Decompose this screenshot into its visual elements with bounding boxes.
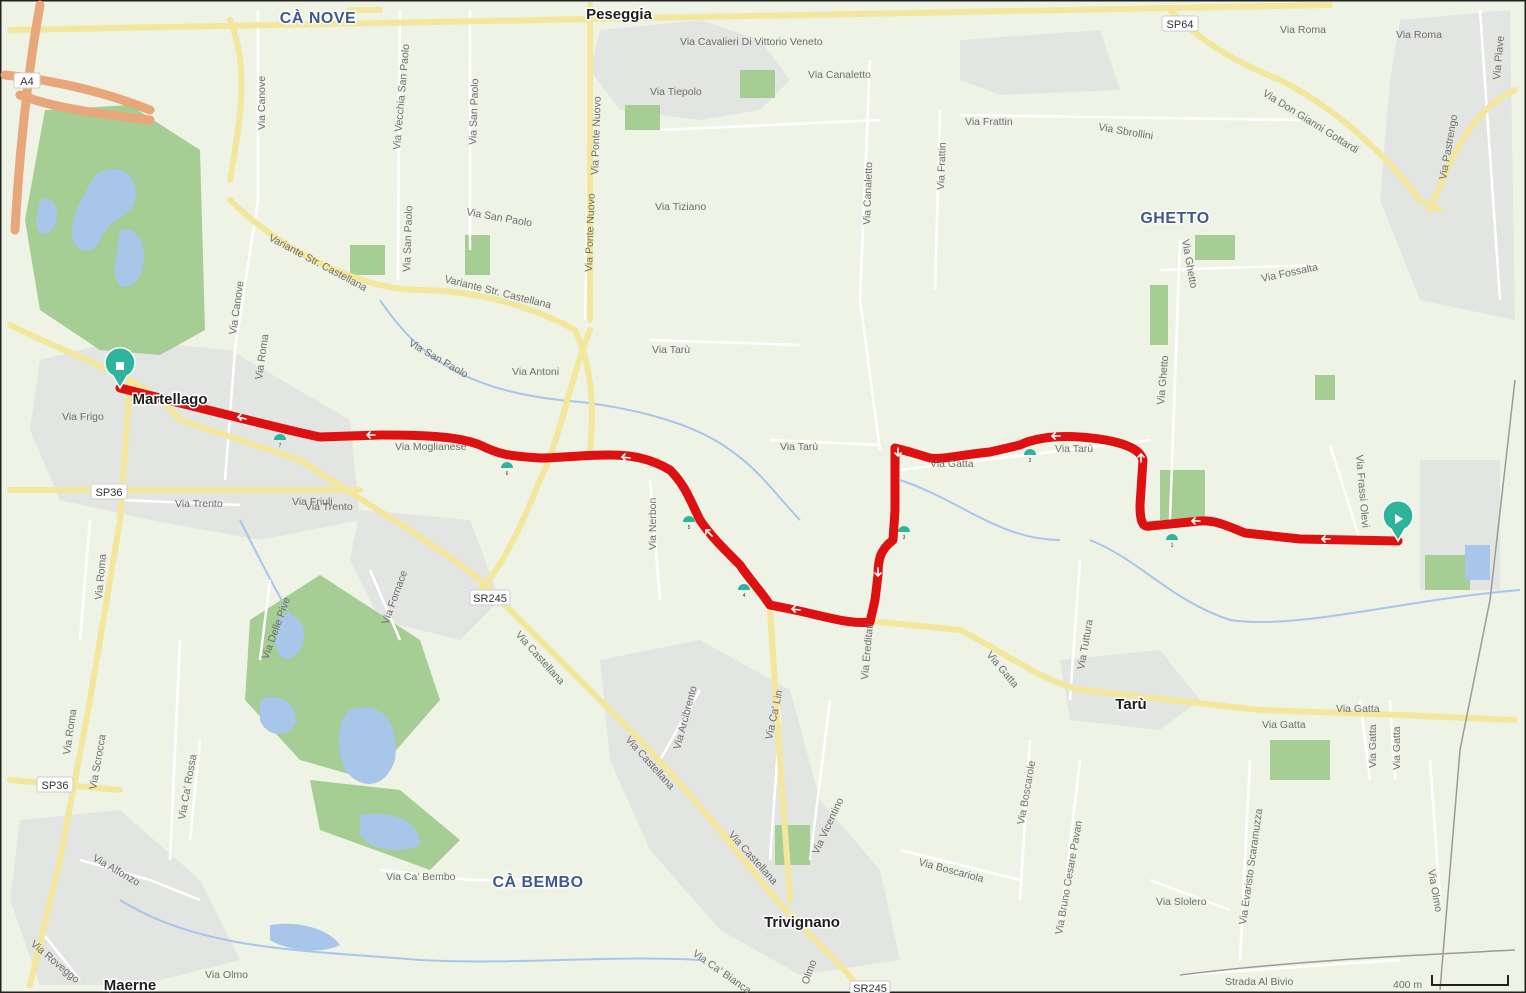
road-label-via-frattin-1: Via Frattin	[965, 116, 1013, 128]
road-label-via-ca-bembo: Via Ca' Bembo	[386, 871, 456, 883]
stop-icon	[116, 362, 124, 370]
km-marker-2-number: 2	[1029, 458, 1032, 464]
km-marker-1[interactable]: 1	[1166, 534, 1178, 549]
railway-line-south	[1179, 949, 1516, 976]
place-maerne: Maerne	[104, 977, 157, 993]
railway-line	[1439, 379, 1516, 991]
km-marker-7[interactable]: 7	[274, 434, 286, 449]
play-icon	[1395, 514, 1403, 524]
route-start-marker[interactable]	[1382, 500, 1414, 543]
road-label-via-olmo: Via Olmo	[205, 969, 248, 981]
place-labels: CÀ NOVE Peseggia GHETTO Martellago Tarù …	[102, 5, 1210, 993]
km-marker-7-number: 7	[279, 443, 282, 449]
road-label-via-taru-1: Via Tarù	[652, 344, 690, 356]
road-label-via-nerbon: Via Nerbon	[647, 497, 659, 550]
major-roads	[7, 2, 1518, 993]
water-bodies	[35, 169, 1490, 951]
road-label-via-roma-ne: Via Roma	[1280, 24, 1326, 36]
shield-sp36-south: SP36	[42, 780, 69, 792]
road-label-via-piave: Via Piave	[1491, 35, 1507, 80]
road-label-via-san-paolo-2: Via San Paolo	[401, 205, 415, 272]
km-marker-3[interactable]: 3	[898, 526, 910, 541]
road-label-via-canove: Via Canove	[256, 76, 268, 130]
route-end-marker[interactable]	[104, 347, 136, 390]
place-trivignano: Trivignano	[764, 914, 840, 931]
road-label-via-ponte-nuovo-1: Via Ponte Nuovo	[589, 96, 604, 175]
place-ca-bembo: CÀ BEMBO	[492, 872, 583, 891]
road-label-via-frattin-2: Via Frattin	[935, 142, 949, 190]
road-label-via-canaletto-2: Via Canaletto	[861, 162, 875, 225]
km-marker-2[interactable]: 2	[1024, 449, 1036, 464]
road-label-via-trento-2: Via Trento	[305, 501, 353, 513]
place-taru: Tarù	[1115, 696, 1146, 713]
road-label-via-canaletto: Via Canaletto	[808, 69, 871, 81]
road-shields: A4 SP64 SP36 SP36 SR245 SR245	[13, 15, 1199, 993]
route[interactable]: 1 2 3 4 5 6 7	[104, 347, 1414, 628]
route-direction-arrows	[236, 413, 1331, 613]
shield-a4: A4	[20, 76, 33, 88]
road-label-via-roma-ne2: Via Roma	[1396, 29, 1442, 41]
km-marker-5[interactable]: 5	[683, 516, 695, 531]
road-label-via-gatta-3: Via Gatta	[1262, 719, 1306, 731]
km-marker-3-number: 3	[903, 535, 906, 541]
road-label-via-slolero: Via Slolero	[1156, 896, 1207, 908]
km-marker-6[interactable]: 6	[501, 462, 513, 477]
route-line[interactable]	[115, 383, 1403, 628]
road-label-via-tiziano: Via Tiziano	[655, 201, 706, 213]
road-label-via-ponte-nuovo-2: Via Ponte Nuovo	[583, 193, 598, 272]
shield-sr245-south: SR245	[853, 983, 887, 993]
shield-sp64: SP64	[1167, 19, 1194, 31]
waterways	[119, 299, 1521, 963]
scale-bar: 400 m	[1393, 975, 1509, 991]
shield-sr245-north: SR245	[473, 593, 507, 605]
road-label-via-ereditati: Via Ereditati	[859, 623, 876, 680]
road-label-via-gatta-5: Via Gatta	[1367, 724, 1379, 768]
road-label-via-taru-3: Via Tarù	[1055, 443, 1093, 455]
place-peseggia: Peseggia	[586, 6, 653, 23]
km-marker-5-number: 5	[688, 525, 691, 531]
road-label-via-roma-sw: Via Roma	[93, 553, 109, 600]
place-martellago: Martellago	[132, 391, 207, 408]
road-label-via-moglianese: Via Moglianese	[395, 441, 467, 453]
km-marker-4[interactable]: 4	[738, 584, 750, 599]
shield-sp36-north: SP36	[96, 487, 123, 499]
scale-label: 400 m	[1393, 979, 1422, 991]
km-marker-1-number: 1	[1171, 543, 1174, 549]
road-label-via-frigo: Via Frigo	[62, 411, 104, 423]
road-label-via-friuli: Via Friuli	[292, 496, 333, 508]
place-ghetto: GHETTO	[1140, 210, 1209, 227]
km-marker-6-number: 6	[506, 471, 509, 477]
road-label-via-cavalieri: Via Cavalieri Di Vittorio Veneto	[680, 36, 823, 48]
place-ca-nove: CÀ NOVE	[280, 8, 356, 27]
road-label-via-gatta-6: Via Gatta	[1391, 726, 1403, 770]
road-label-via-taru-2: Via Tarù	[780, 441, 818, 453]
road-label-via-gatta-2: Via Gatta	[930, 458, 974, 470]
road-label-via-gatta-4: Via Gatta	[1336, 703, 1380, 715]
road-label-via-trento: Via Trento	[175, 498, 223, 510]
road-label-via-ghetto-2: Via Ghetto	[1155, 355, 1171, 405]
road-label-strada-al-bivio: Strada Al Bivio	[1225, 976, 1293, 988]
km-marker-4-number: 4	[743, 593, 746, 599]
road-label-via-antoni: Via Antoni	[512, 366, 559, 378]
road-label-via-san-paolo-1: Via San Paolo	[467, 78, 481, 145]
road-label-via-tiepolo: Via Tiepolo	[650, 86, 702, 98]
